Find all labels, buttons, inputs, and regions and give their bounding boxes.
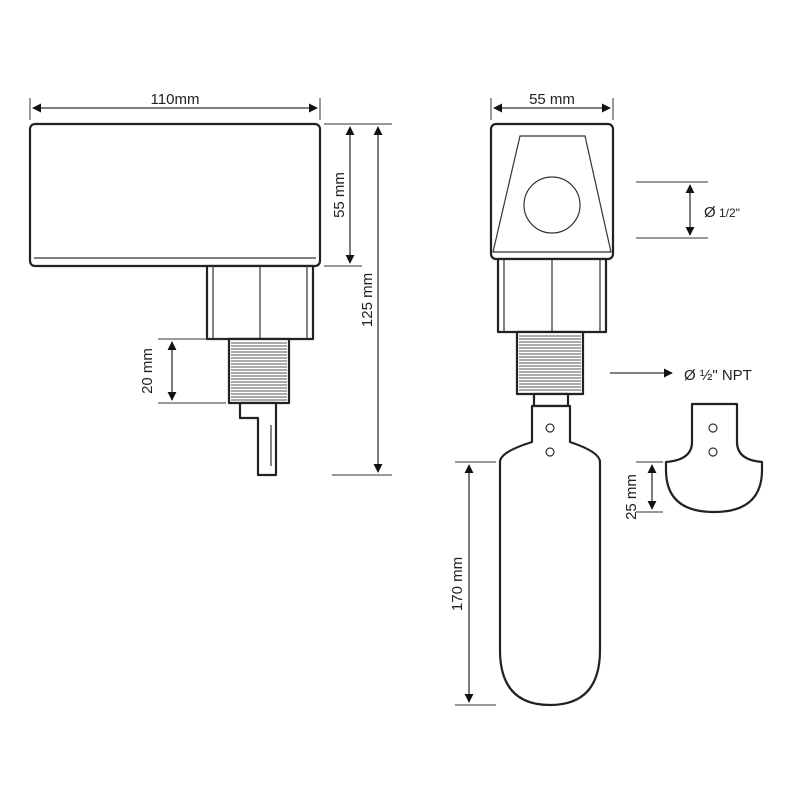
dim-port-diameter-symbol: Ø [704, 204, 716, 221]
dim-side-width: 110mm [29, 91, 321, 120]
paddle-hole-bottom [545, 447, 555, 457]
side-stem [238, 401, 278, 477]
paddle [498, 404, 602, 707]
dim-paddle-length: 170 mm [449, 461, 496, 706]
npt-label: Ø ½" NPT [684, 367, 752, 384]
paddle-hole-top [545, 423, 555, 433]
side-view: 110mm 55 mm 125 mm 20 mm [28, 91, 392, 477]
tip-hole-top [708, 423, 718, 433]
front-port-circle [523, 176, 581, 234]
dim-paddle-length-label: 170 mm [449, 557, 466, 611]
dim-front-width: 55 mm [490, 91, 614, 120]
dim-side-height-label: 55 mm [331, 172, 348, 218]
side-housing [28, 122, 322, 268]
tip-detail-shape [664, 402, 764, 514]
front-housing-trapezoid [492, 135, 612, 253]
side-hex-nut [205, 264, 315, 341]
front-housing [489, 122, 615, 261]
dim-thread-length: 20 mm [139, 338, 226, 404]
dim-front-width-label: 55 mm [529, 91, 575, 108]
tip-hole-bottom [708, 447, 718, 457]
dim-thread-length-label: 20 mm [139, 348, 156, 394]
dim-overall-height-label: 125 mm [359, 273, 376, 327]
dim-paddle-tip-label: 25 mm [623, 474, 640, 520]
front-thread [515, 330, 585, 396]
front-neck [532, 392, 570, 408]
front-hex-nut [496, 257, 608, 334]
tip-detail: 25 mm [623, 402, 764, 520]
dim-side-height: 55 mm [324, 123, 362, 267]
side-thread [227, 337, 291, 405]
npt-callout: Ø ½" NPT [610, 367, 752, 384]
dim-side-width-label: 110mm [151, 91, 200, 108]
dim-port-diameter-value: 1/2" [719, 206, 740, 220]
dim-overall-height: 125 mm [332, 123, 392, 476]
front-view: 55 mm Ø 1/2" Ø ½" NPT 170 mm [449, 91, 752, 707]
dim-port-diameter: Ø 1/2" [636, 181, 740, 239]
dim-paddle-tip: 25 mm [623, 461, 663, 520]
